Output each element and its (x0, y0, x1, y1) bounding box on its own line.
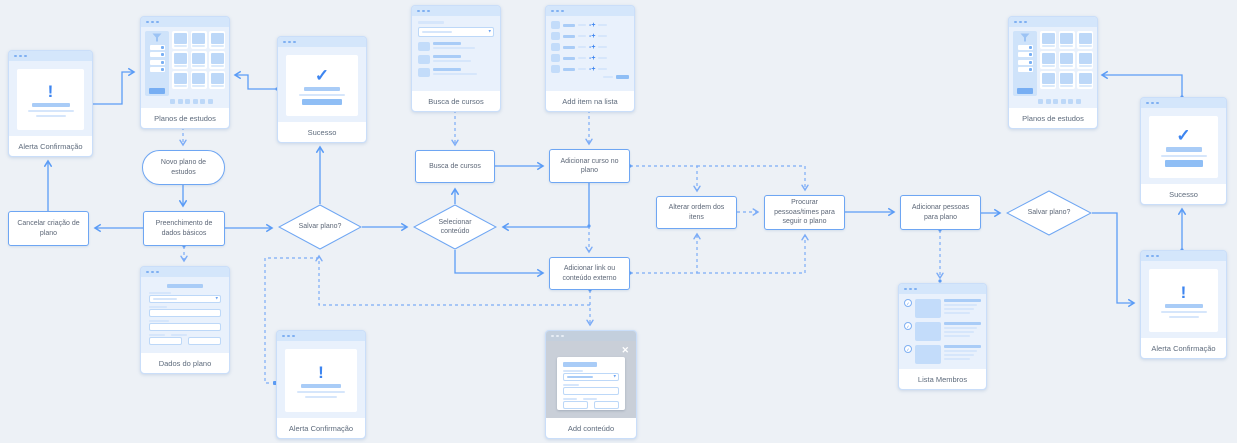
screen-label: Sucesso (1141, 184, 1226, 204)
plus-icon: -+ (589, 21, 596, 29)
screen-planos-estudos-left[interactable]: Planos de estudos (140, 16, 230, 129)
screen-label: Alerta Confirmação (277, 418, 365, 438)
step-procurar-pessoas-times[interactable]: Procurar pessoas/times para seguir o pla… (764, 195, 845, 230)
screen-label: Lista Membros (899, 369, 986, 389)
window-bar (141, 17, 229, 27)
screen-busca-cursos[interactable]: ▾ Busca de cursos (411, 5, 501, 112)
screen-alerta-confirmacao-left[interactable]: ! Alerta Confirmação (8, 50, 93, 157)
exclamation-icon: ! (1180, 282, 1187, 302)
funnel-icon (1020, 33, 1030, 42)
step-adicionar-link-conteudo-externo[interactable]: Adicionar link ou conteúdo externo (549, 257, 630, 290)
screen-sucesso-right[interactable]: ✓ Sucesso (1140, 97, 1227, 205)
pagination-dots (145, 96, 225, 104)
select-field: ▾ (563, 373, 619, 381)
modal-dialog: ▾ (557, 357, 625, 410)
decision-selecionar-conteudo[interactable]: Selecionar conteúdo (413, 204, 497, 250)
window-bar (1141, 251, 1226, 261)
window-bar (9, 51, 92, 61)
screen-label: Planos de estudos (1009, 108, 1097, 128)
exclamation-icon: ! (318, 362, 324, 382)
screen-add-item-lista[interactable]: -+ -+ -+ -+ -+ Add item na lista (545, 5, 635, 112)
filter-sidebar (145, 31, 169, 96)
plus-icon: -+ (589, 32, 596, 40)
step-adicionar-curso-no-plano[interactable]: Adicionar curso no plano (549, 149, 630, 183)
screen-planos-estudos-right[interactable]: Planos de estudos (1008, 16, 1098, 129)
screen-dados-plano[interactable]: ▾ Dados do plano (140, 266, 230, 374)
pagination-dots (1013, 96, 1093, 104)
screen-label: Alerta Confirmação (9, 136, 92, 156)
window-bar (141, 267, 229, 277)
funnel-icon (152, 33, 162, 42)
decision-salvar-plano-2[interactable]: Salvar plano? (1006, 190, 1092, 236)
window-bar (278, 37, 366, 47)
card-grid (172, 31, 225, 96)
decision-salvar-plano-1[interactable]: Salvar plano? (278, 204, 362, 250)
window-bar (546, 331, 636, 341)
screen-sucesso-left[interactable]: ✓ Sucesso (277, 36, 367, 143)
card-grid (1040, 31, 1093, 96)
search-select: ▾ (418, 26, 494, 37)
filter-sidebar (1013, 31, 1037, 96)
screen-label: Alerta Confirmação (1141, 338, 1226, 358)
start-novo-plano-de-estudos[interactable]: Novo plano de estudos (142, 150, 225, 185)
select-field: ▾ (149, 295, 221, 303)
step-alterar-ordem-dos-itens[interactable]: Alterar ordem dos itens (656, 196, 737, 229)
filter-button (149, 88, 165, 94)
plus-icon: -+ (589, 65, 596, 73)
check-circle-icon: ✓ (904, 299, 912, 307)
screen-label: Sucesso (278, 122, 366, 142)
screen-lista-membros[interactable]: ✓ ✓ ✓ Lista Membros (898, 283, 987, 390)
screen-label: Dados do plano (141, 353, 229, 373)
screen-label: Busca de cursos (412, 91, 500, 111)
screen-label: Add item na lista (546, 91, 634, 111)
check-circle-icon: ✓ (904, 322, 912, 330)
window-bar (546, 6, 634, 16)
step-cancelar-criacao-de-plano[interactable]: Cancelar criação de plano (8, 211, 89, 246)
step-adicionar-pessoas-para-plano[interactable]: Adicionar pessoas para plano (900, 195, 981, 230)
window-bar (277, 331, 365, 341)
step-busca-de-cursos[interactable]: Busca de cursos (415, 150, 495, 183)
step-preenchimento-dados-basicos[interactable]: Preenchimento de dados básicos (143, 211, 225, 246)
close-icon[interactable]: ✕ (621, 345, 629, 355)
window-bar (1009, 17, 1097, 27)
screen-alerta-confirmacao-bottom[interactable]: ! Alerta Confirmação (276, 330, 366, 439)
window-bar (899, 284, 986, 294)
plus-icon: -+ (589, 54, 596, 62)
screen-alerta-confirmacao-right[interactable]: ! Alerta Confirmação (1140, 250, 1227, 359)
window-bar (412, 6, 500, 16)
plus-icon: -+ (589, 43, 596, 51)
check-icon: ✓ (1176, 126, 1191, 145)
screen-label: Add conteúdo (546, 418, 636, 438)
check-circle-icon: ✓ (904, 345, 912, 353)
filter-button (1017, 88, 1033, 94)
check-icon: ✓ (314, 65, 330, 85)
screen-add-conteudo[interactable]: ✕ ▾ Add conteúdo (545, 330, 637, 439)
screen-label: Planos de estudos (141, 108, 229, 128)
window-bar (1141, 98, 1226, 108)
exclamation-icon: ! (47, 81, 54, 101)
